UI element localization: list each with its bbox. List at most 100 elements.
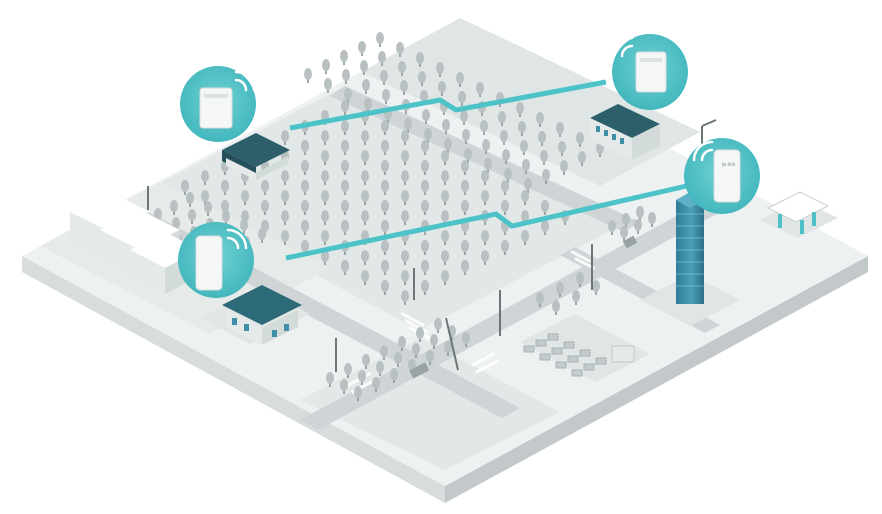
tree	[258, 228, 266, 243]
tree	[441, 210, 449, 225]
tree	[476, 82, 484, 97]
tree	[281, 190, 289, 205]
parked-car	[567, 355, 579, 363]
device-bubble-house	[178, 222, 254, 298]
tree	[441, 230, 449, 245]
tree	[501, 180, 509, 195]
tree	[341, 140, 349, 155]
tree	[501, 200, 509, 215]
tree	[401, 190, 409, 205]
small-vehicles	[409, 235, 638, 379]
tree	[322, 59, 330, 74]
tree	[521, 190, 529, 205]
tree	[620, 226, 628, 241]
tree	[634, 219, 642, 234]
tree	[301, 160, 309, 175]
tree	[404, 118, 412, 133]
tree	[301, 220, 309, 235]
tree	[186, 192, 194, 207]
tree	[416, 52, 424, 67]
wireless-bridge-link-icon	[289, 79, 607, 131]
wifi-access-point-icon	[195, 235, 223, 291]
tree	[396, 42, 404, 57]
parked-car	[547, 333, 559, 341]
device-bubble-park	[612, 34, 688, 110]
tree	[521, 230, 529, 245]
tree	[444, 138, 452, 153]
tree	[401, 290, 409, 305]
tree	[381, 280, 389, 295]
tree	[301, 140, 309, 155]
tree	[362, 354, 370, 369]
tree	[536, 292, 544, 307]
tree	[364, 98, 372, 113]
tree	[436, 62, 444, 77]
tree	[261, 180, 269, 195]
tree	[481, 230, 489, 245]
farmhouse-building	[222, 133, 290, 180]
tree	[444, 341, 452, 356]
tree	[381, 220, 389, 235]
tree	[340, 50, 348, 65]
tree	[524, 178, 532, 193]
tree	[380, 70, 388, 85]
tree	[341, 100, 349, 115]
tree	[430, 334, 438, 349]
tree	[426, 350, 434, 365]
tree	[341, 260, 349, 275]
tree	[281, 170, 289, 185]
tree	[341, 200, 349, 215]
tree	[401, 270, 409, 285]
tree	[344, 363, 352, 378]
tree	[321, 250, 329, 265]
wireless-bridge-link-icon	[285, 179, 705, 261]
tree	[401, 130, 409, 145]
tree	[461, 200, 469, 215]
tree	[204, 201, 212, 216]
tree	[481, 190, 489, 205]
tree	[324, 78, 332, 93]
tree	[461, 260, 469, 275]
tree	[438, 81, 446, 96]
park-building	[590, 104, 660, 160]
tree-grove	[122, 32, 656, 401]
tree	[441, 170, 449, 185]
tree	[361, 170, 369, 185]
device-bubble-tower: tp-link	[684, 138, 760, 214]
tree	[421, 140, 429, 155]
tree	[281, 130, 289, 145]
tree	[321, 210, 329, 225]
parked-car	[563, 341, 575, 349]
parked-car	[595, 357, 607, 365]
tree	[558, 141, 566, 156]
tree	[381, 140, 389, 155]
tree	[592, 280, 600, 295]
parked-car	[579, 349, 591, 357]
tree	[458, 91, 466, 106]
tree	[522, 159, 530, 174]
tree	[541, 220, 549, 235]
street-poles	[147, 119, 717, 372]
tree	[576, 272, 584, 287]
tree	[301, 180, 309, 195]
parked-car	[551, 347, 563, 355]
tree	[321, 230, 329, 245]
tree	[261, 200, 269, 215]
tree	[321, 170, 329, 185]
tree	[362, 79, 370, 94]
tree	[381, 160, 389, 175]
parked-car	[555, 361, 567, 369]
tree	[321, 130, 329, 145]
device-logo: tp-link	[722, 162, 736, 168]
parked-car	[535, 339, 547, 347]
tree	[572, 290, 580, 305]
parked-car	[583, 363, 595, 371]
tree	[441, 270, 449, 285]
parked-cars	[523, 333, 607, 377]
gas-station	[760, 191, 838, 238]
tree	[421, 160, 429, 175]
tree	[556, 122, 564, 137]
tree	[381, 120, 389, 135]
tree	[421, 200, 429, 215]
